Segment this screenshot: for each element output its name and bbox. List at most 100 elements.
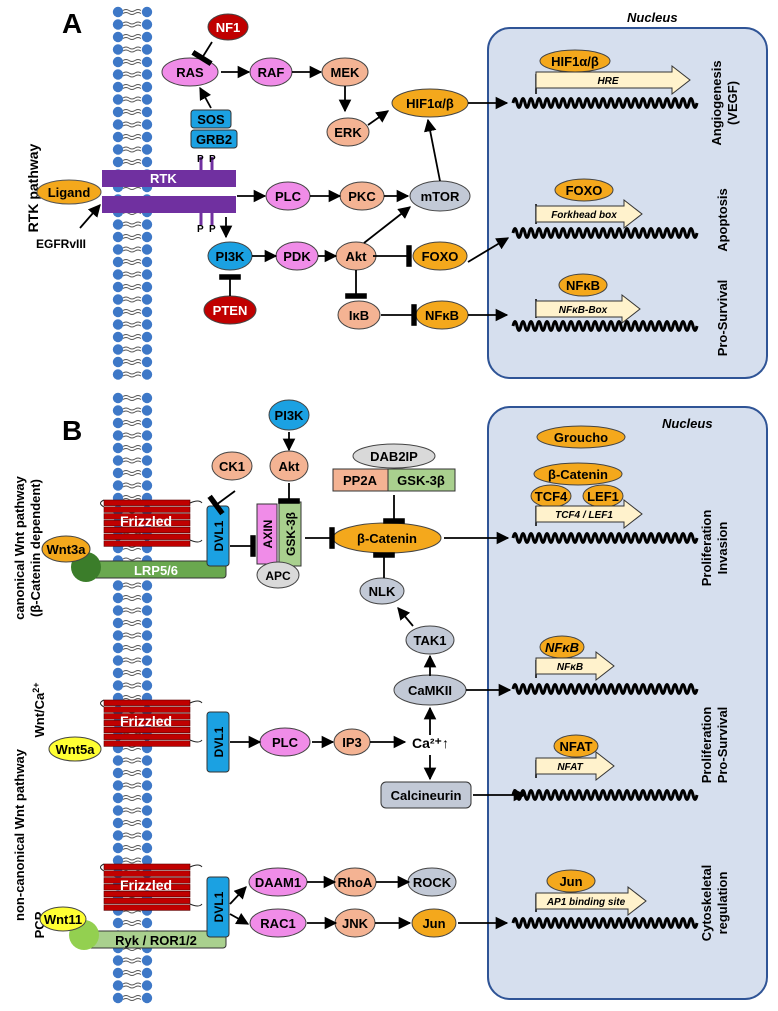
cell-membrane-a xyxy=(112,6,153,380)
tf-label: FOXO xyxy=(566,183,603,198)
dna-strand xyxy=(511,789,699,801)
binding-site-arrow xyxy=(535,885,647,917)
akt-label: Akt xyxy=(346,249,368,264)
binding-site-arrow xyxy=(535,64,691,96)
wnt5a-label: Wnt5a xyxy=(56,742,96,757)
calcineurin-label: Calcineurin xyxy=(391,788,462,803)
ligand-label: Ligand xyxy=(48,185,91,200)
sos-node xyxy=(190,109,232,129)
ikb-label: IκB xyxy=(349,308,369,323)
tf-label: Groucho xyxy=(554,430,608,445)
binding-site-label: NFκB-Box xyxy=(559,305,608,316)
mtor-label: mTOR xyxy=(421,189,460,204)
nlk-node xyxy=(359,577,405,605)
wnt11-label: Wnt11 xyxy=(44,912,82,927)
frizzled-label: Frizzled xyxy=(120,713,172,729)
tf-label: TCF4 xyxy=(535,489,568,504)
phospho-2: P xyxy=(209,154,216,165)
nf1-label: NF1 xyxy=(216,20,241,35)
noncanonical-label: non-canonical Wnt pathway xyxy=(12,748,27,921)
canonical-label-2: (β-Catenin dependent) xyxy=(28,479,43,617)
binding-site-arrow xyxy=(535,498,643,530)
dvl-1: DVL1 xyxy=(206,505,230,567)
wnt5a-node xyxy=(48,736,102,762)
jun-cyto-label: Jun xyxy=(422,916,445,931)
outcome-label: Cytoskeletal xyxy=(699,865,714,942)
ryk-label: Ryk / ROR1/2 xyxy=(115,933,197,948)
ck1-label: CK1 xyxy=(219,459,245,474)
binding-site-label: NFκB xyxy=(557,662,583,673)
calcineurin-node xyxy=(380,781,472,809)
dna-strand xyxy=(511,227,699,239)
egfrviii-label: EGFRvIII xyxy=(36,237,86,251)
outcome-label: Proliferation xyxy=(699,510,714,587)
frizzled-label: Frizzled xyxy=(120,513,172,529)
nf1-node xyxy=(207,13,249,41)
outcome-label: regulation xyxy=(715,872,730,935)
rtk-receptor-lower xyxy=(102,196,236,213)
binding-site-label: Forkhead box xyxy=(551,210,617,221)
frizzled-1: Frizzled xyxy=(100,499,203,547)
frizzled-3: Frizzled xyxy=(100,863,203,911)
panel-letter-a: A xyxy=(62,8,82,39)
raf-label: RAF xyxy=(258,65,285,80)
wnt3a-label: Wnt3a xyxy=(47,542,87,557)
outcome-label: (VEGF) xyxy=(725,81,740,125)
wnt-ca-label: Wnt/Ca2+ xyxy=(31,682,47,737)
phospho-1: P xyxy=(197,154,204,165)
tak1-node xyxy=(405,625,455,655)
wnt11-node xyxy=(39,906,87,932)
rac1-node xyxy=(249,908,307,938)
rhoa-label: RhoA xyxy=(338,875,373,890)
outcome-label: Pro-Survival xyxy=(715,280,730,357)
calcium-label: Ca²⁺↑ xyxy=(412,735,449,751)
transcription-factor xyxy=(554,178,614,202)
sos-label: SOS xyxy=(197,112,225,127)
rtk-receptor-upper xyxy=(102,170,236,187)
tf-label: β-Catenin xyxy=(548,467,608,482)
erk-label: ERK xyxy=(334,125,362,140)
rac1-label: RAC1 xyxy=(260,916,295,931)
nfkb-cyto-label: NFκB xyxy=(425,308,459,323)
plc-b-label: PLC xyxy=(272,735,299,750)
ras-label: RAS xyxy=(176,65,204,80)
outcome-label: Pro-Survival xyxy=(715,707,730,784)
pi3k-b-label: PI3K xyxy=(275,408,305,423)
pdk-label: PDK xyxy=(283,249,311,264)
transcription-factor xyxy=(546,869,596,893)
binding-site-label: NFAT xyxy=(557,762,583,773)
tak1-label: TAK1 xyxy=(414,633,447,648)
pp2a-label: PP2A xyxy=(343,473,378,488)
dab2ip-label: DAB2IP xyxy=(370,449,418,464)
tf-label: LEF1 xyxy=(587,489,619,504)
phospho-3: P xyxy=(197,224,204,235)
nucleus-label-b: Nucleus xyxy=(662,416,713,431)
gsk-label: GSK-3β xyxy=(397,473,445,488)
axin-label: AXIN xyxy=(261,520,275,549)
outcome-label: Apoptosis xyxy=(715,188,730,252)
jnk-label: JNK xyxy=(342,916,369,931)
grb2-node xyxy=(190,129,238,149)
phospho-4: P xyxy=(209,224,216,235)
dna-strand xyxy=(511,683,699,695)
binding-site-arrow xyxy=(535,293,641,325)
nucleus-label-a: Nucleus xyxy=(627,10,678,25)
nlk-label: NLK xyxy=(369,584,396,599)
camkii-label: CaMKII xyxy=(408,683,452,698)
erk-node xyxy=(326,117,370,147)
plc-label: PLC xyxy=(275,189,302,204)
binding-site-label: TCF4 / LEF1 xyxy=(555,510,613,521)
dna-strand xyxy=(511,532,699,544)
foxo-cyto-node xyxy=(412,241,468,271)
outcome-label: Angiogenesis xyxy=(709,60,724,145)
transcription-factor xyxy=(533,462,623,486)
gsk-complex-label: GSK-3β xyxy=(284,512,298,556)
tf-label: NFκB xyxy=(545,640,579,655)
dna-strand xyxy=(511,97,699,109)
binding-site-arrow xyxy=(535,650,615,682)
foxo-cyto-label: FOXO xyxy=(422,249,459,264)
grb2-label: GRB2 xyxy=(196,132,232,147)
binding-site-arrow xyxy=(535,198,643,230)
ck1-node xyxy=(211,451,253,481)
